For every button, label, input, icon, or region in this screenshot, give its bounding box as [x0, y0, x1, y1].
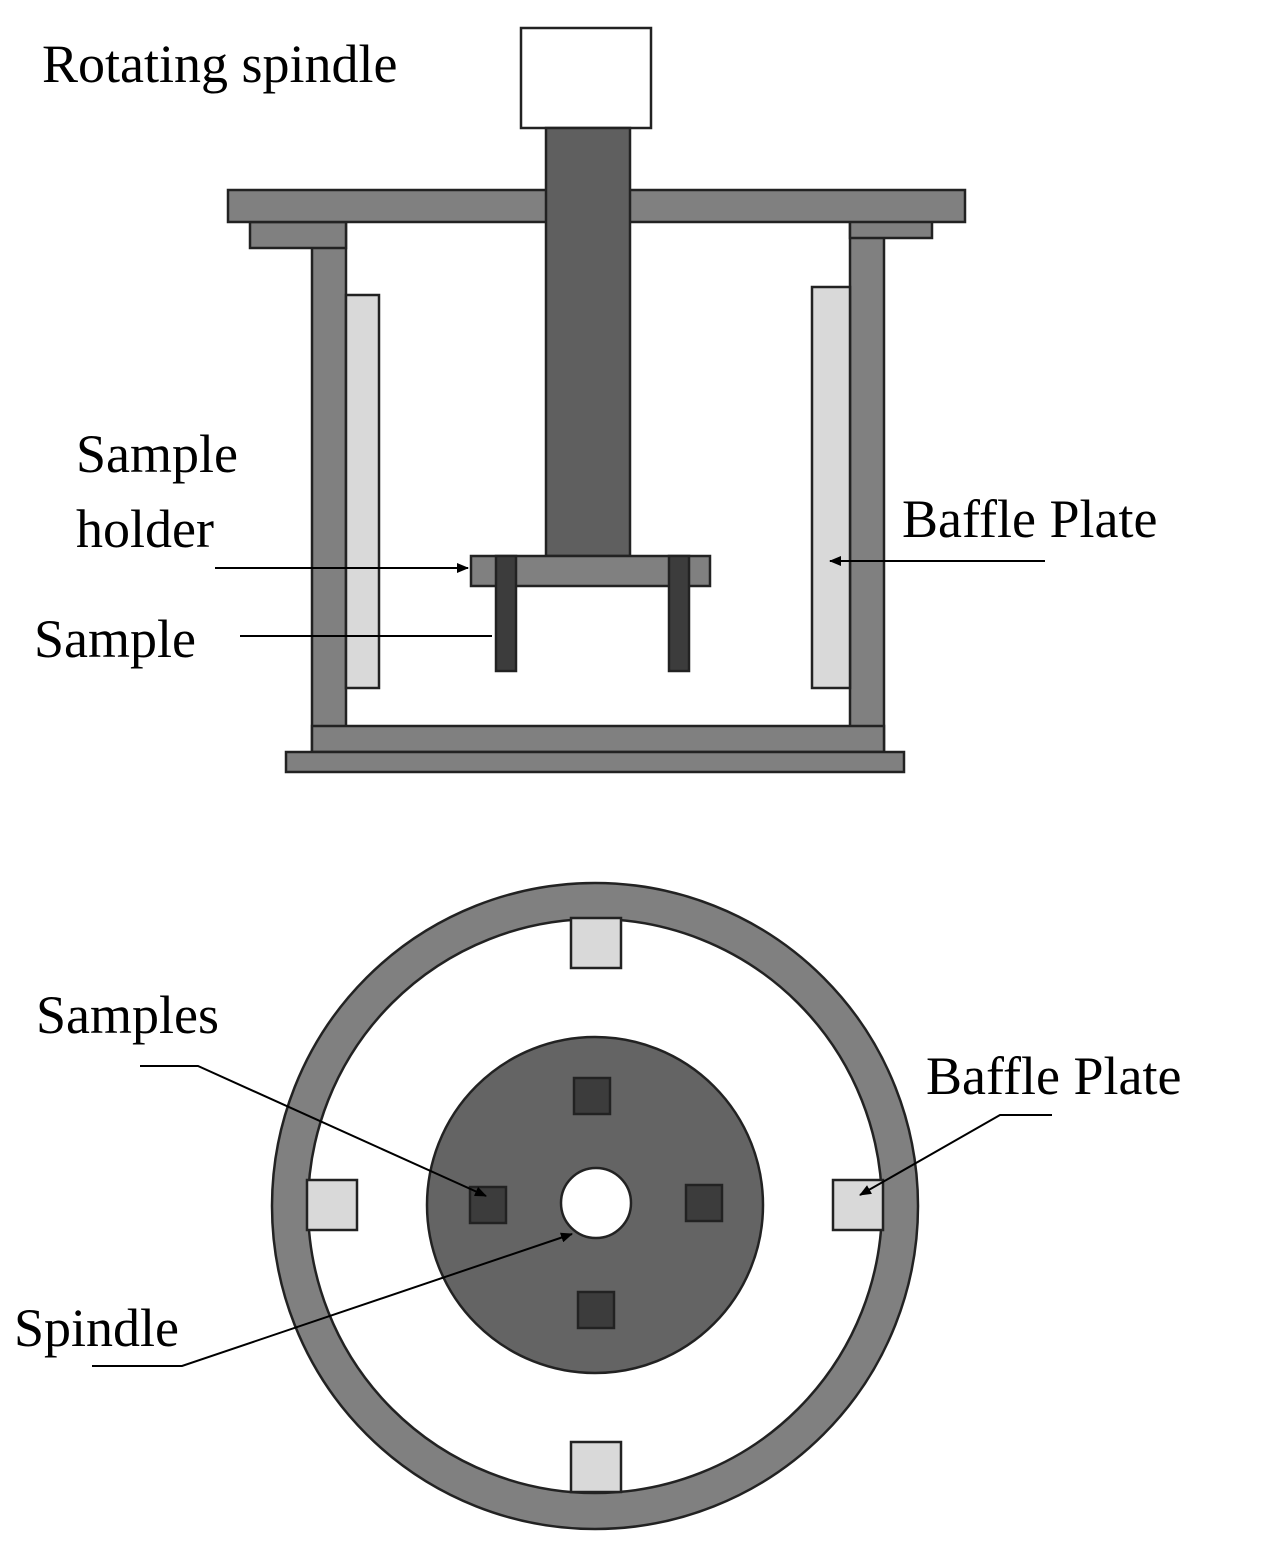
label-spindle: Spindle — [14, 1298, 179, 1358]
tank-left-flange — [248, 220, 348, 250]
baffle-left — [305, 1178, 359, 1232]
motor-box — [519, 26, 653, 130]
side-view: Rotating spindle Sample holder Sample Ba… — [34, 26, 1157, 774]
samples-arrow — [140, 1065, 487, 1197]
spindle-shaft — [544, 126, 632, 558]
spindle-hole — [559, 1166, 633, 1240]
baffle-plate-left — [344, 293, 381, 690]
tank-left-wall — [310, 220, 348, 754]
tank-ring-outer-edge — [270, 881, 920, 1531]
baffle-right — [831, 1178, 885, 1232]
label-baffle-plate-top: Baffle Plate — [926, 1046, 1181, 1106]
label-samples: Samples — [36, 985, 219, 1045]
sample-bar-left — [494, 554, 518, 673]
sample-bar-right — [667, 554, 691, 673]
sample-square-top — [572, 1076, 612, 1116]
baffle-plate-top-arrow — [859, 1114, 1052, 1196]
label-sample: Sample — [34, 609, 196, 669]
tank-ring — [272, 883, 918, 1529]
label-sample-holder-line1: Sample — [76, 424, 238, 484]
label-rotating-spindle: Rotating spindle — [42, 34, 397, 94]
tank-base-plate — [284, 750, 906, 774]
sample-square-bottom — [576, 1290, 616, 1330]
spindle-arrow — [92, 1232, 573, 1367]
tank-right-wall — [848, 210, 886, 754]
sample-square-right — [684, 1183, 724, 1223]
tank-bottom-wall — [310, 724, 886, 754]
sample-square-left — [468, 1185, 508, 1225]
baffle-plate-right — [810, 285, 852, 690]
label-sample-holder-line2: holder — [76, 499, 214, 559]
baffle-bottom — [569, 1440, 623, 1494]
top-view: Samples Baffle Plate Spindle — [14, 881, 1181, 1531]
baffle-top — [569, 916, 623, 970]
label-baffle-plate-side: Baffle Plate — [902, 489, 1157, 549]
